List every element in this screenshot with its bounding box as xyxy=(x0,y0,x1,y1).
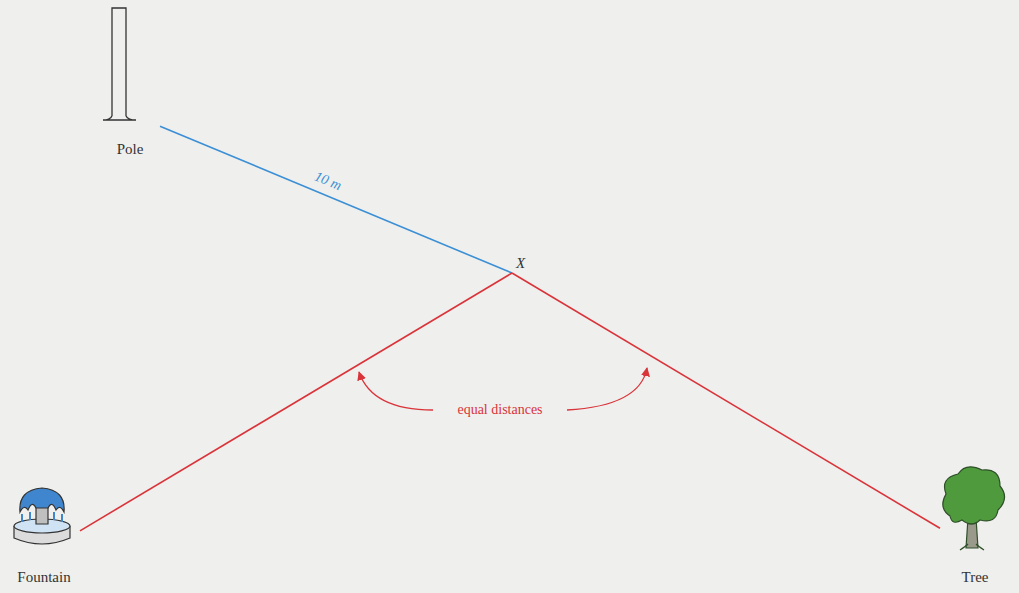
pole-drawing xyxy=(103,8,136,120)
leader-arrow xyxy=(567,368,647,410)
note-label: equal distances xyxy=(455,402,544,417)
distance-line xyxy=(512,273,940,528)
fountain-water xyxy=(20,488,64,512)
tree-foliage xyxy=(943,467,1005,524)
node-label: X xyxy=(516,255,525,272)
pole-node: Pole xyxy=(100,5,160,160)
node-label: Fountain xyxy=(17,569,70,586)
tree-node: Tree xyxy=(940,465,1010,588)
leader-arrow xyxy=(359,372,433,410)
distance-line xyxy=(80,273,512,531)
fountain-drawing xyxy=(14,488,70,544)
fountain-node: Fountain xyxy=(8,485,80,588)
distance-line xyxy=(160,126,512,273)
distance-label: 10 m xyxy=(311,168,346,194)
point-node: X xyxy=(512,254,529,273)
pole-shaft xyxy=(112,8,126,116)
tree-roots xyxy=(960,544,984,550)
tree-drawing xyxy=(943,467,1005,550)
pole-base xyxy=(103,116,136,120)
fountain-drops xyxy=(22,512,62,522)
node-label: Tree xyxy=(962,569,989,586)
node-label: Pole xyxy=(117,141,144,158)
